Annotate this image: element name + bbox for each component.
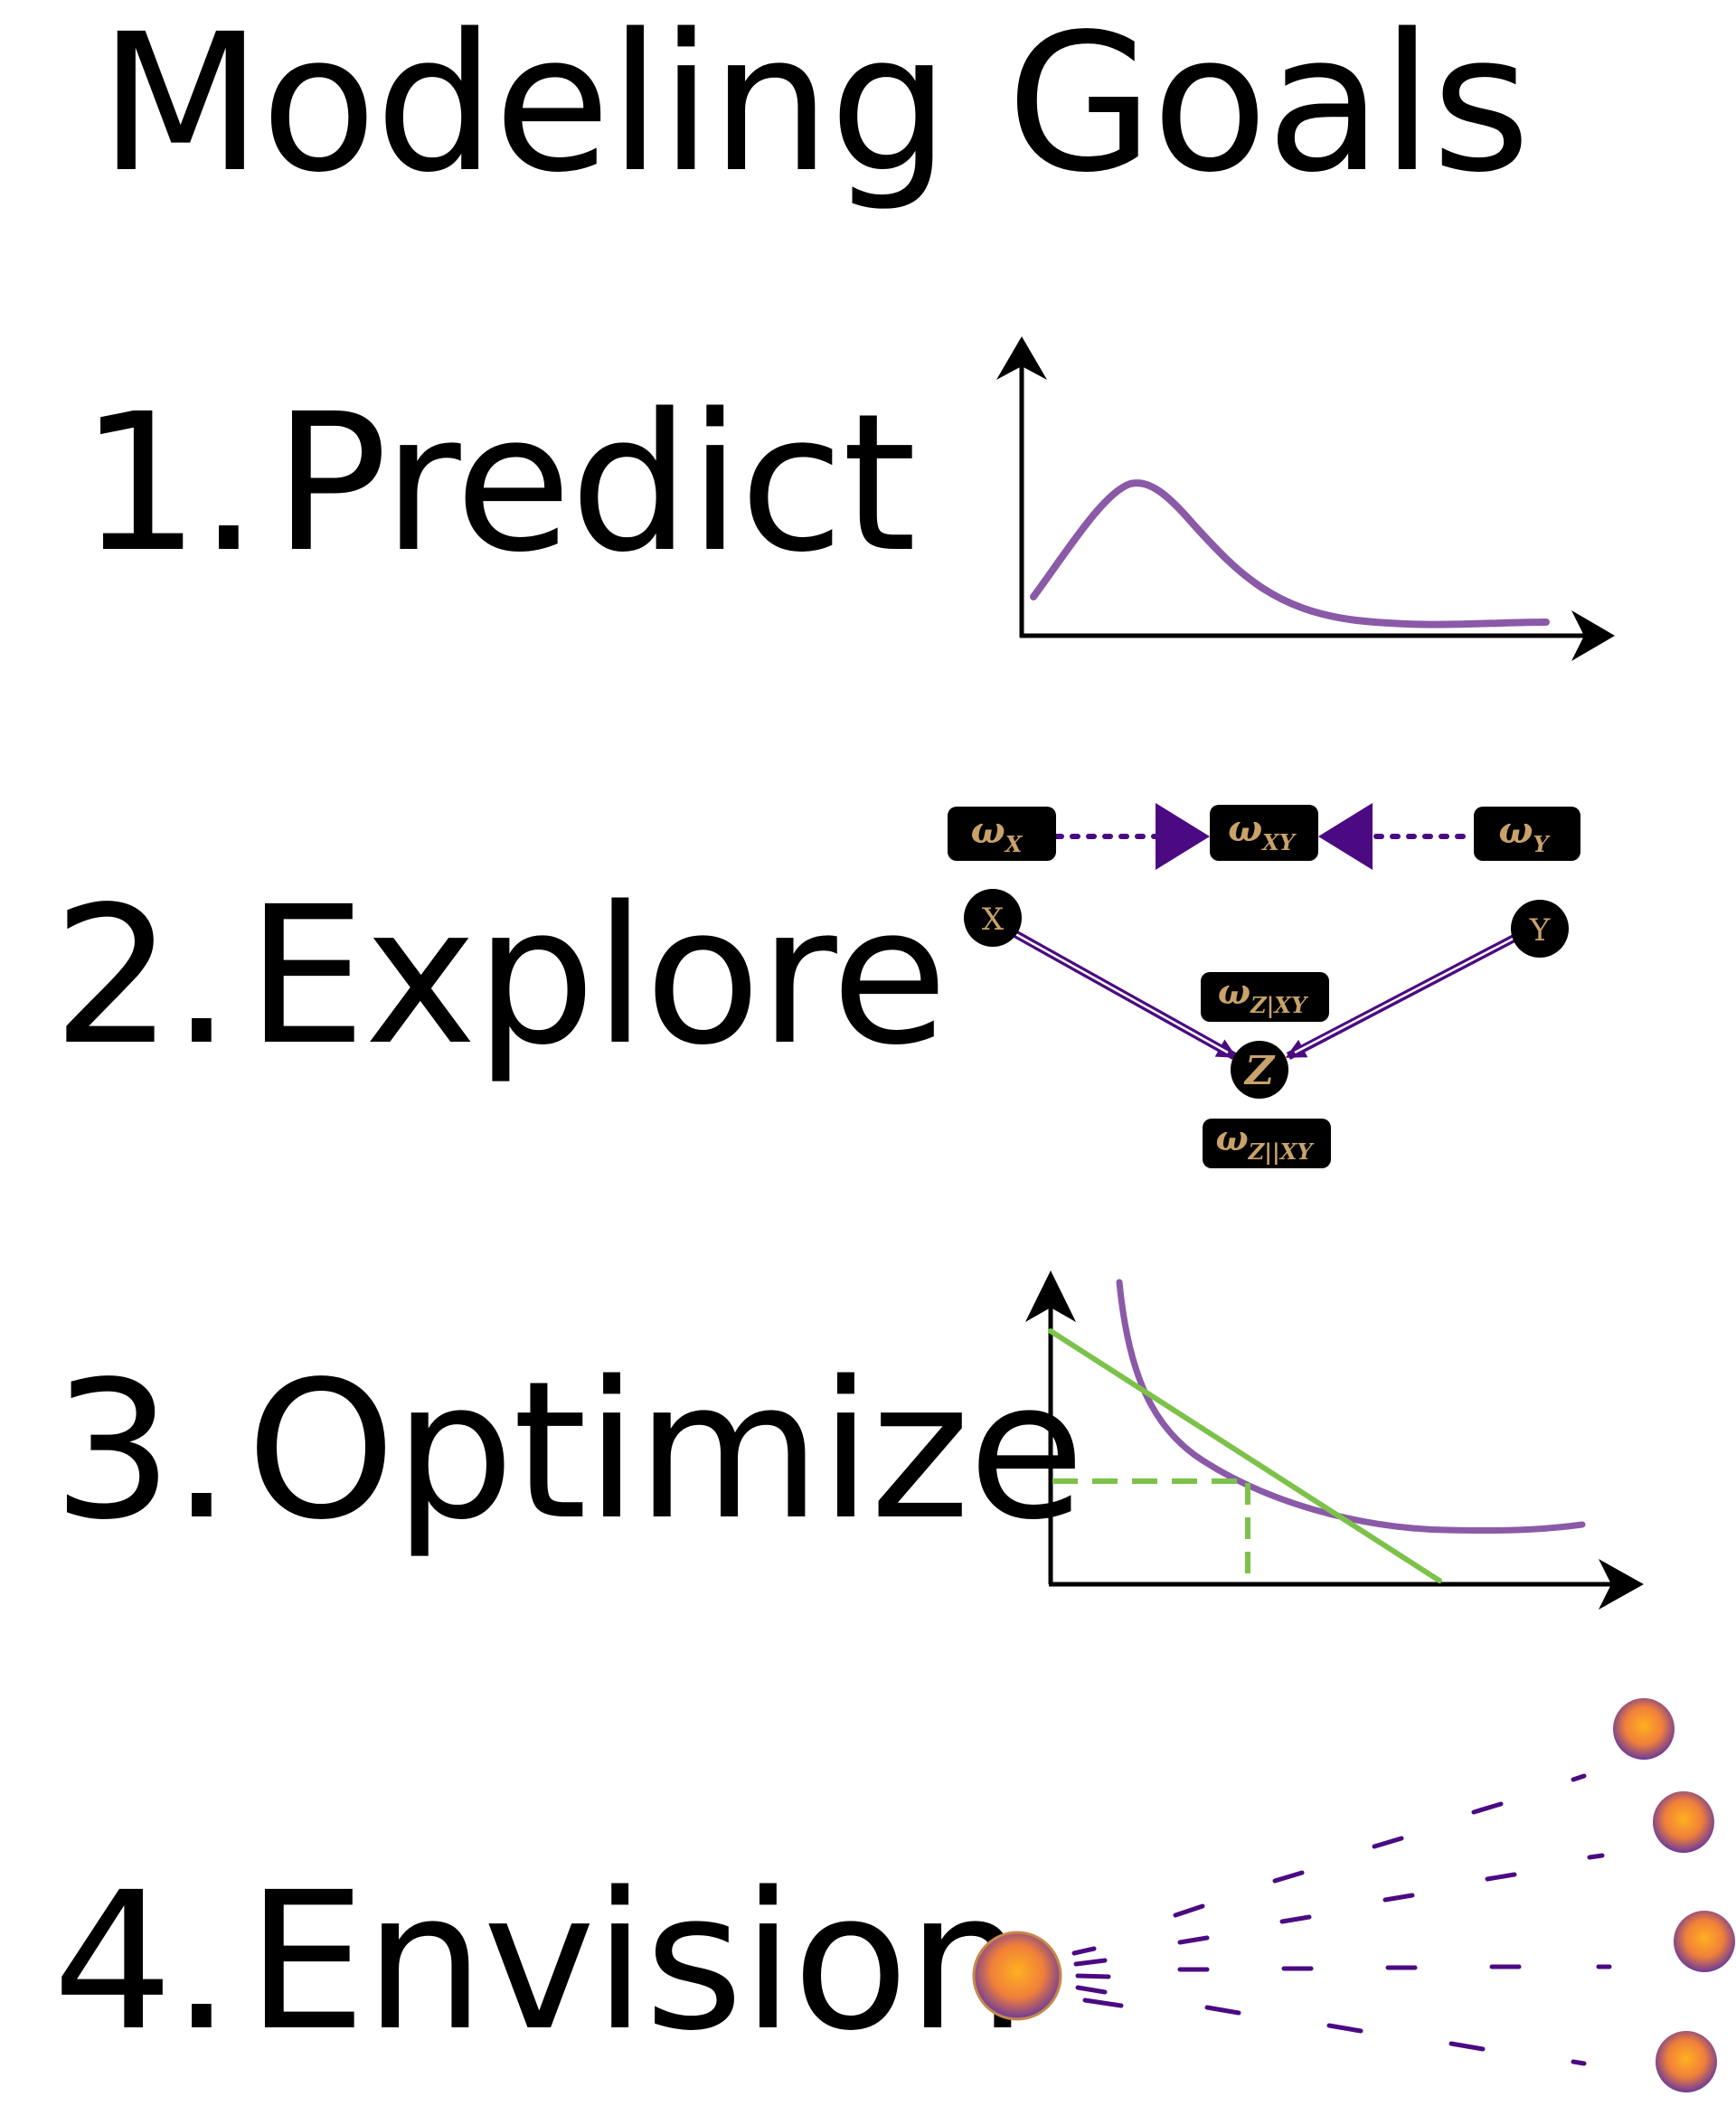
goal-label: Predict [273,373,916,594]
triangle-right [1318,803,1373,870]
goal-label: Optimize [246,1340,1085,1562]
goal-number: 1. [80,373,259,594]
tangent-line [1048,1328,1442,1583]
weight-box-xy: ωXY [1210,805,1318,861]
weight-box-y: ωY [1474,807,1580,861]
svg-text:ωX: ωX [971,809,1024,857]
triangle-left [1156,803,1210,870]
y-axis-arrowhead [996,336,1047,380]
goal-optimize: 3.Optimize [52,1356,1085,1546]
outcome-ball-3 [1674,1911,1735,1972]
node-y-label: Y [1529,912,1551,949]
source-ball [972,1931,1062,2021]
edge-y-z-highlight [1294,931,1524,1054]
weight-subscript: Z||XY [1248,1138,1316,1165]
svg-text:ωY: ωY [1498,809,1551,857]
weight-box-z-indep-xy: ωZ||XY [1203,1118,1331,1168]
goal-predict: 1.Predict [80,389,917,579]
cost-curve [1116,1279,1586,1535]
weight-subscript: XY [1260,829,1297,855]
optimize-chart [1025,1270,1644,1610]
page-title: Modeling Goals [99,0,1531,214]
dispersion-dashes [1071,1773,1612,2066]
svg-text:ωZ||XY: ωZ||XY [1216,1118,1316,1165]
goal-label: Envision [246,1851,1027,2073]
outcome-ball-2 [1653,1791,1714,1853]
svg-text:ωXY: ωXY [1228,808,1297,855]
weight-subscript: Z|XY [1250,992,1309,1018]
omega-symbol: ω [1216,1118,1249,1158]
goal-number: 2. [52,865,231,1087]
omega-symbol: ω [1498,809,1533,852]
prediction-curve [1030,479,1550,628]
node-z: Z [1231,1041,1288,1099]
goal-number: 4. [52,1851,231,2073]
x-axis-arrowhead [1571,610,1615,661]
svg-text:ωZ|XY: ωZ|XY [1218,971,1309,1018]
envision-diagram [972,1698,1735,2092]
omega-symbol: ω [1228,808,1262,850]
edge-x-z-highlight [1010,930,1229,1054]
weight-subscript: X [1004,831,1024,857]
y-axis-arrowhead [1025,1270,1076,1322]
x-axis-arrowhead [1599,1559,1644,1610]
goal-explore: 2.Explore [52,882,948,1072]
weight-subscript: Y [1533,831,1551,857]
node-x: X [964,889,1022,947]
node-z-label: Z [1243,1048,1276,1094]
weight-box-z-given-xy: ωZ|XY [1201,971,1329,1022]
explore-diagram: ωX ωXY ωY X Y [948,803,1580,1168]
node-y: Y [1511,900,1569,958]
omega-symbol: ω [971,809,1005,852]
goal-label: Explore [246,865,948,1087]
goal-number: 3. [52,1340,231,1562]
outcome-ball-4 [1656,2031,1717,2092]
weight-box-x: ωX [948,807,1056,861]
outcome-ball-1 [1613,1698,1675,1760]
node-x-label: X [982,902,1005,938]
omega-symbol: ω [1218,971,1250,1012]
predict-chart [996,336,1615,661]
goal-envision: 4.Envision [52,1867,1027,2057]
